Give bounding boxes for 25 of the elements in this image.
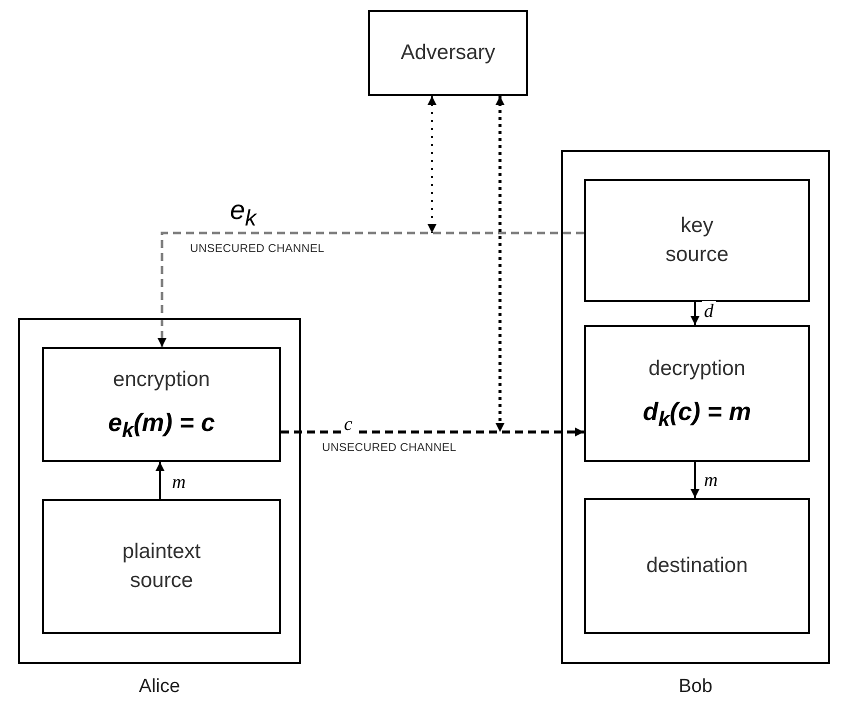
box-label: key source [664,213,730,268]
channel-label: UNSECURED CHANNEL [190,243,324,255]
arrow [690,302,700,325]
arrow [158,232,584,347]
formula: d$_{k}$(c) = m [642,398,752,432]
box-label: decryption [648,356,746,382]
arrow [428,96,436,233]
box-label: encryption [113,367,210,394]
process-box [368,10,528,96]
box-label: plaintext source [121,539,202,594]
box-label: Adversary [400,40,496,66]
process-box [42,347,281,462]
formula: e$_{k}$(m) = c [108,408,215,443]
process-box [584,498,810,634]
process-box [584,325,810,462]
box-label: destination [646,552,748,579]
arrow [156,462,164,499]
party-label: Bob [678,676,714,698]
arrow [690,462,700,498]
channel-label: UNSECURED CHANNEL [322,442,456,454]
process-box [584,179,810,302]
process-box [42,499,281,634]
party-label: Alice [138,676,182,698]
arrow [496,96,504,432]
arrow [281,428,584,436]
